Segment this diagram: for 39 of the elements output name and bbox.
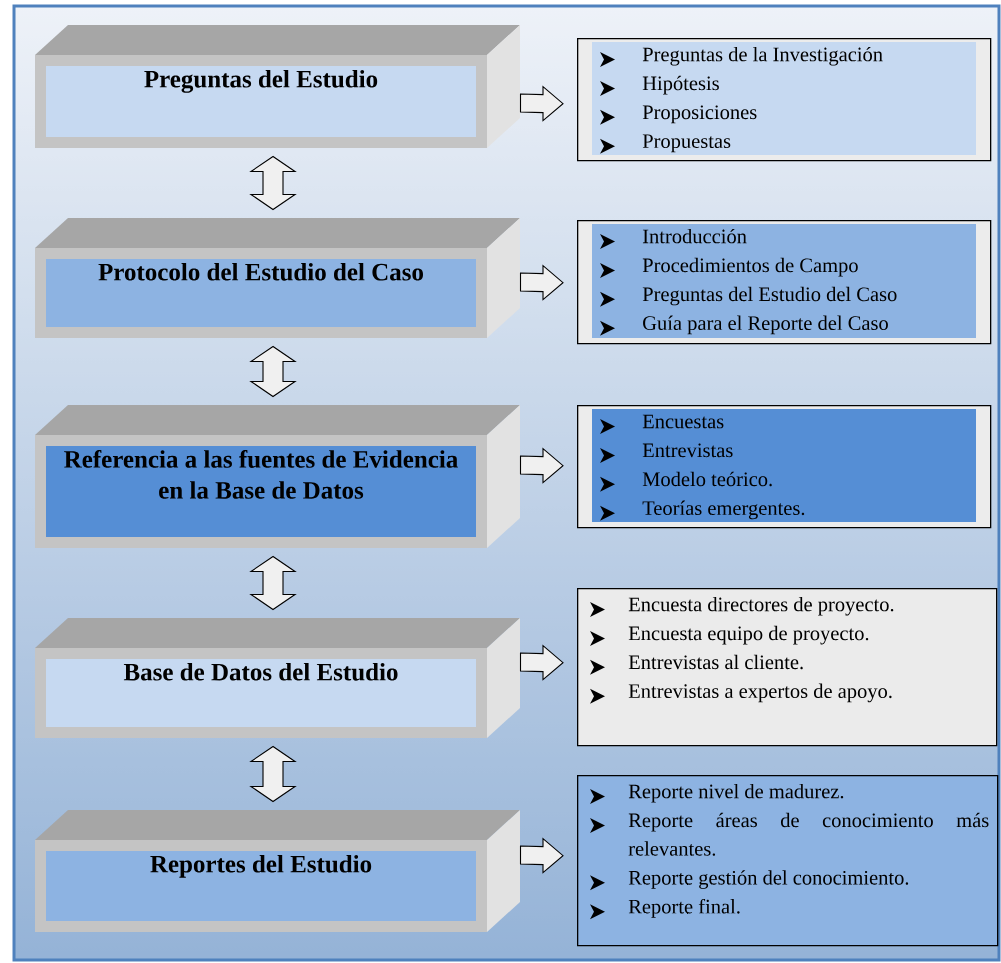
list-item: Preguntas de la Investigación <box>642 46 883 66</box>
list-item: Guía para el Reporte del Caso <box>643 315 888 335</box>
block-box: Preguntas del Estudio <box>35 25 520 148</box>
list-item: Entrevistas a expertos de apoyo. <box>628 683 892 703</box>
list-item: Introducción <box>642 228 747 244</box>
block-arrow <box>249 345 297 398</box>
list-item: Reporte final. <box>628 898 740 918</box>
block-arrow <box>249 555 297 611</box>
list-box <box>577 405 992 529</box>
block-box: Referencia a las fuentes de Evidencia en la Base de Datos <box>35 405 520 548</box>
block-box: Reportes del Estudio <box>35 810 520 932</box>
list-item: Encuestas <box>642 414 724 429</box>
list-item: Hipótesis <box>642 75 719 95</box>
list-item: Proposiciones <box>642 105 757 124</box>
list-box <box>577 38 992 162</box>
list-box <box>577 220 992 345</box>
block-box: Base de Datos del Estudio <box>35 618 520 738</box>
list-item: Preguntas del Estudio del Caso <box>642 286 897 306</box>
block-arrow <box>249 745 297 803</box>
list-item: Teorías emergentes. <box>642 500 805 520</box>
block-arrow <box>519 644 564 681</box>
list-item: Procedimientos de Campo <box>642 257 858 277</box>
block-arrow <box>519 447 564 484</box>
list-item: Modelo teórico. <box>642 471 772 487</box>
list-item: Reporte gestión del conocimiento. <box>628 870 909 889</box>
block-arrow <box>519 85 564 122</box>
list-item: Entrevistas al cliente. <box>628 654 803 670</box>
list-item: Encuesta directores de proyecto. <box>628 596 894 616</box>
list-item: Entrevistas <box>642 443 733 458</box>
list-item: Encuesta equipo de proyecto. <box>628 625 869 645</box>
list-box <box>577 588 998 747</box>
list-box <box>577 775 999 947</box>
list-item: Reporte nivel de madurez. <box>628 783 844 803</box>
block-arrow <box>519 837 564 874</box>
block-box: Protocolo del Estudio del Caso <box>35 218 520 338</box>
list-item: Propuestas <box>642 134 731 153</box>
list-item: Reporte áreas de conocimiento más relevantes. <box>628 812 989 856</box>
block-arrow <box>249 155 297 211</box>
block-arrow <box>519 264 564 301</box>
